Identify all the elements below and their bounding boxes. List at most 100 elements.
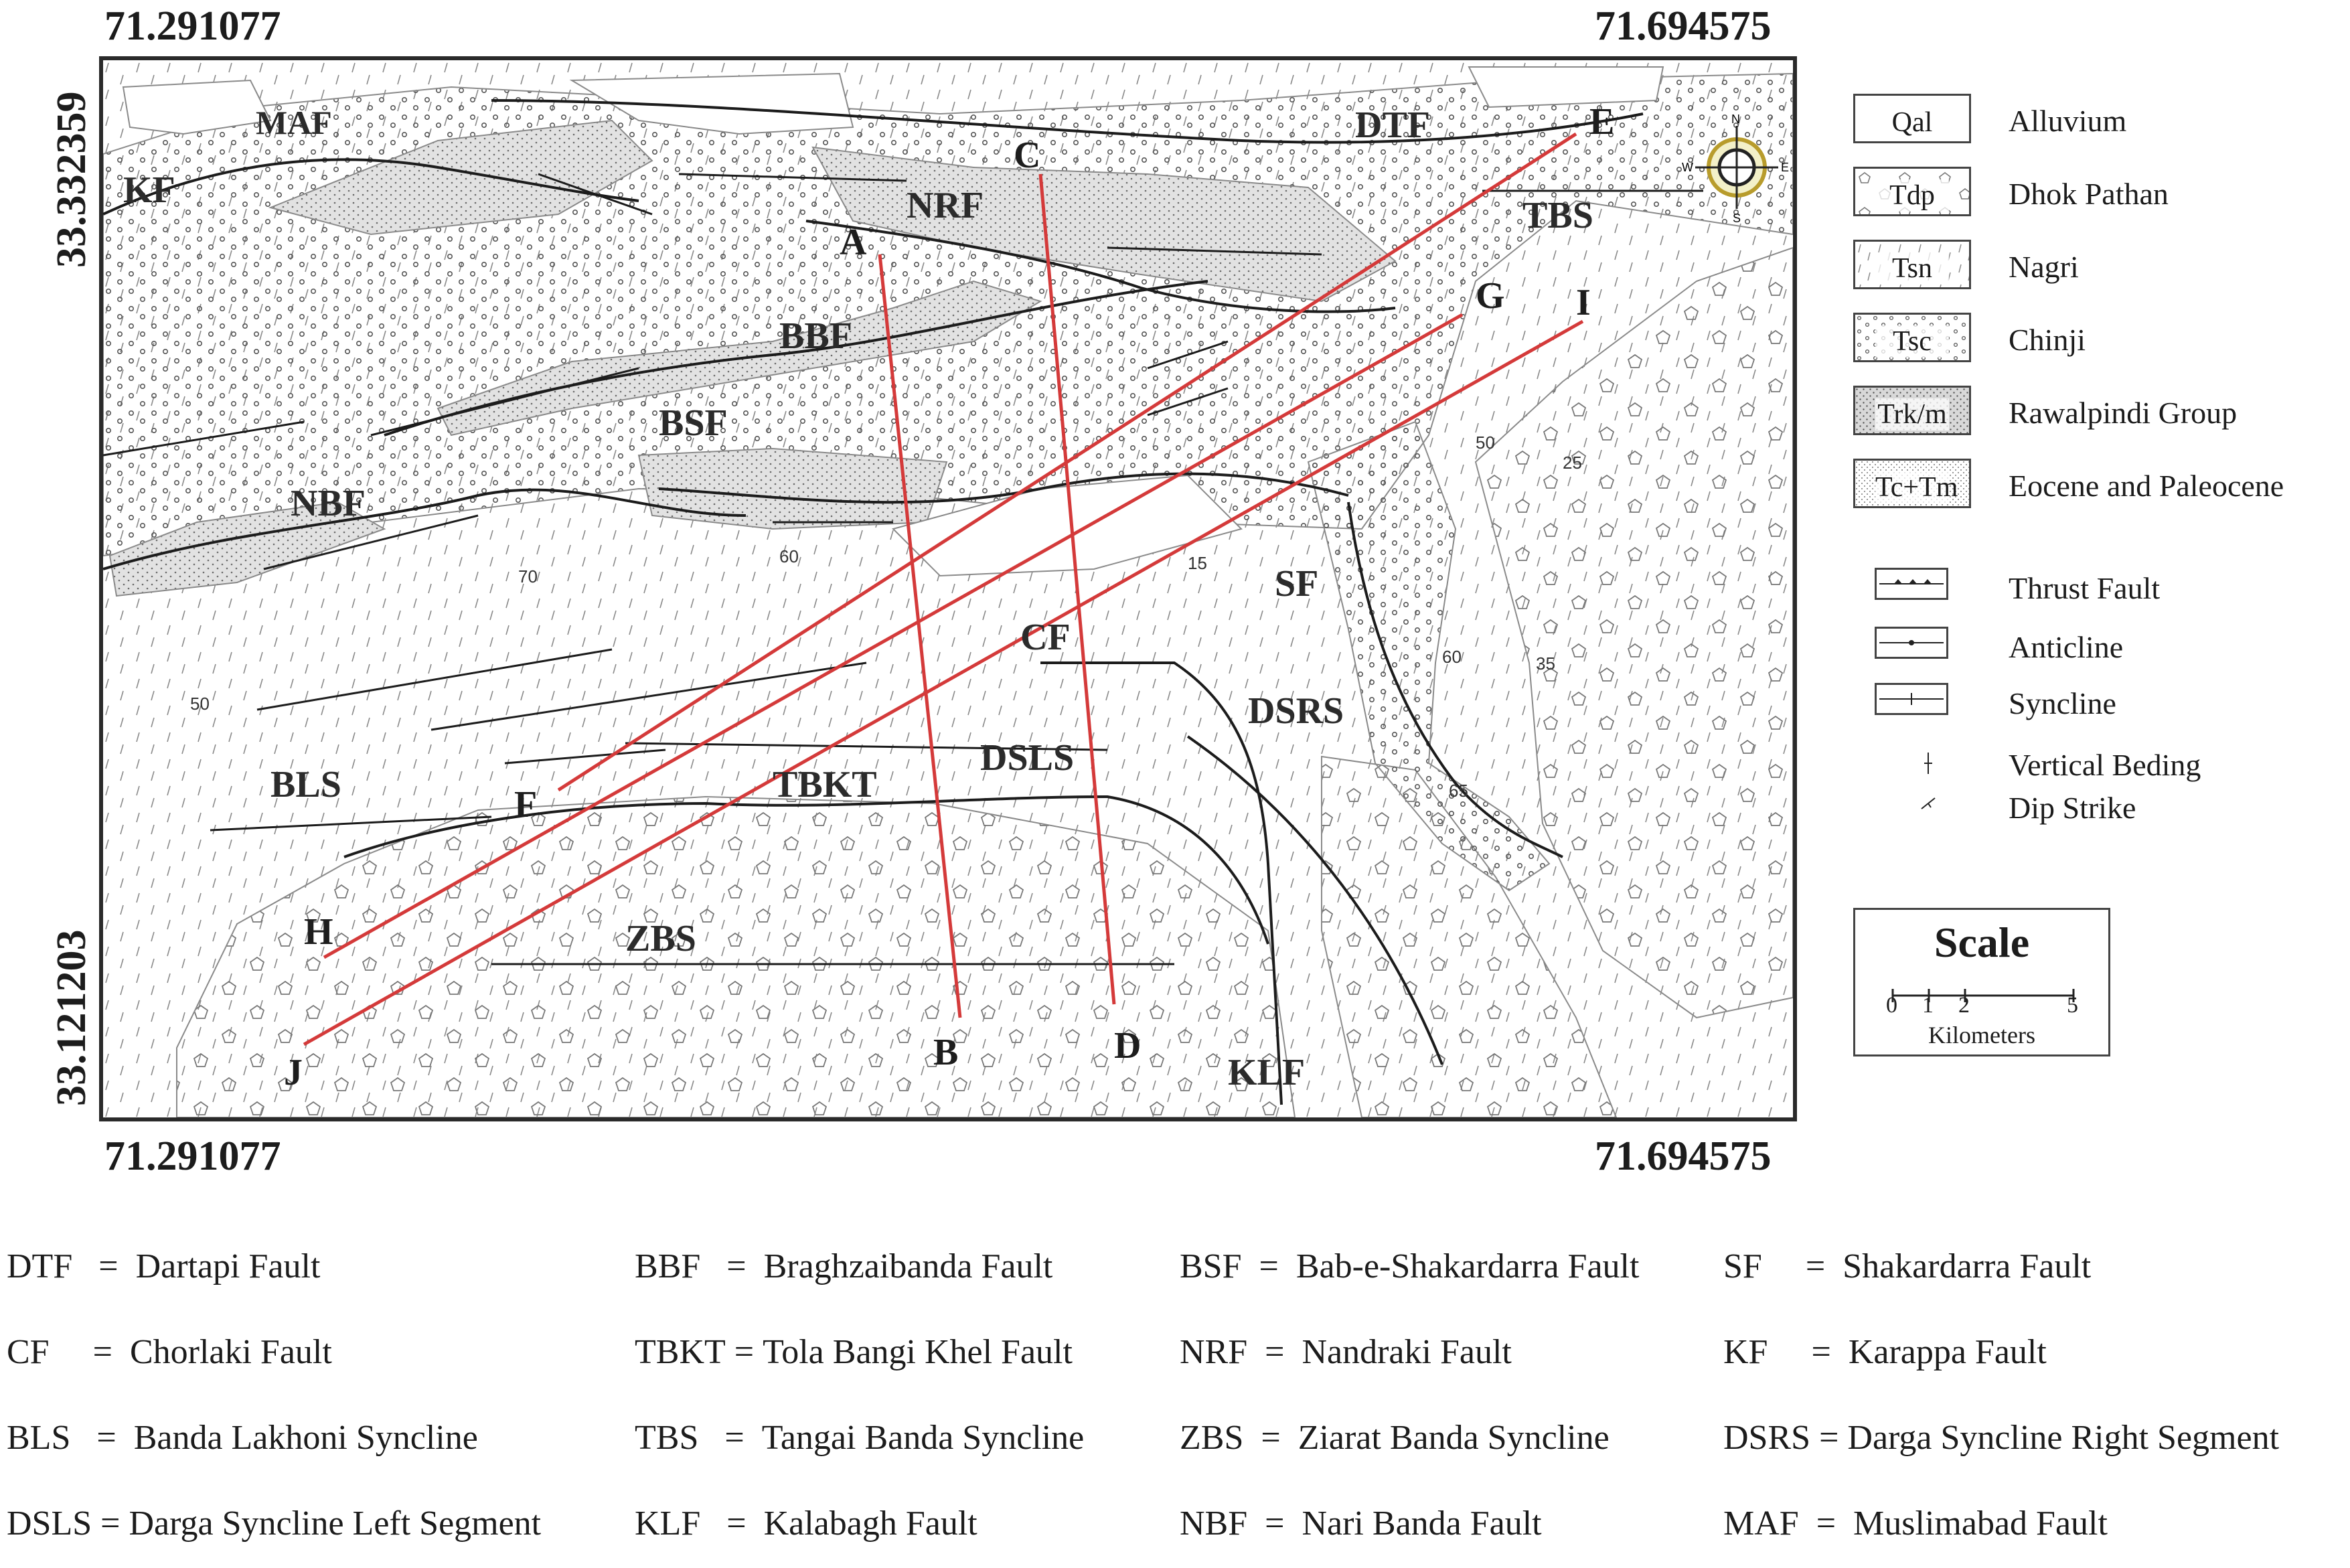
scale-tick-0: 0 xyxy=(1886,993,1897,1018)
abbr-dsls: DSLS = Darga Syncline Left Segment xyxy=(7,1504,542,1543)
legend-swatch-tsn: Tsn xyxy=(1853,240,1971,289)
legend-label-syncline: Syncline xyxy=(2009,686,2116,720)
section-point-i: I xyxy=(1576,282,1591,323)
scale-tick-5: 5 xyxy=(2067,993,2078,1018)
fault-line-bsf xyxy=(658,472,1349,504)
unit-dhokpathan-area-east xyxy=(1474,246,1793,1019)
label-kf: KF xyxy=(123,169,175,211)
fold-axis-5 xyxy=(625,742,1108,751)
abbr-dsrs: DSRS = Darga Syncline Right Segment xyxy=(1723,1419,2280,1457)
fault-line-nbf xyxy=(103,488,747,570)
label-bsf: BSF xyxy=(659,402,728,444)
fold-axis-10 xyxy=(1107,246,1322,256)
unit-alluvium-patch-2 xyxy=(569,72,854,135)
legend-swatch-trkm: Trk/m xyxy=(1853,386,1971,435)
fold-axis-7 xyxy=(370,367,639,437)
dip-strike-icon xyxy=(1921,797,1936,809)
section-point-g: G xyxy=(1476,275,1505,317)
abbr-klf: KLF = Kalabagh Fault xyxy=(635,1504,977,1543)
compass-w: W xyxy=(1682,161,1693,174)
label-klf: KLF xyxy=(1228,1052,1305,1093)
legend-label-alluvium: Alluvium xyxy=(2009,104,2127,138)
legend-label-dip-strike: Dip Strike xyxy=(2009,791,2136,825)
fold-axis-13 xyxy=(1147,387,1229,416)
dip-value-2: 25 xyxy=(1563,453,1582,473)
fold-axis-8 xyxy=(538,173,653,216)
unit-rawalpindi-area-5 xyxy=(268,119,653,236)
section-line-a-b xyxy=(878,254,962,1018)
section-line-g-h xyxy=(323,313,1464,959)
label-zbs: ZBS xyxy=(625,918,696,959)
fault-line-dtf xyxy=(491,99,1644,144)
legend-label-dhok-pathan: Dhok Pathan xyxy=(2009,177,2169,211)
unit-alluvium-patch-1 xyxy=(122,79,272,135)
syncline-icon xyxy=(1875,683,1948,715)
label-tbs: TBS xyxy=(1522,195,1593,236)
unit-rawalpindi-area-2 xyxy=(811,146,1397,303)
fault-line-kf xyxy=(103,158,639,216)
legend-label-eocene-paleocene: Eocene and Paleocene xyxy=(2009,469,2284,503)
fold-axis-6 xyxy=(103,420,305,457)
label-nrf: NRF xyxy=(907,185,984,226)
legend-swatch-tsc: Tsc xyxy=(1853,313,1971,362)
abbr-bbf: BBF = Braghzaibanda Fault xyxy=(635,1247,1053,1285)
lon-bottom-left: 71.291077 xyxy=(104,1133,281,1179)
legend-swatch-tctm: Tc+Tm xyxy=(1853,459,1971,508)
section-point-d: D xyxy=(1114,1025,1141,1067)
lon-top-left: 71.291077 xyxy=(104,3,281,49)
unit-dhokpathan-area-south xyxy=(176,795,1296,1117)
section-point-c: C xyxy=(1014,135,1040,176)
anticline-icon xyxy=(1875,627,1948,659)
fault-line-dsrs xyxy=(1186,735,1443,1065)
label-bbf: BBF xyxy=(779,315,852,357)
legend-swatch-qal: Qal xyxy=(1853,94,1971,143)
section-point-b: B xyxy=(933,1032,958,1073)
fold-axis-2 xyxy=(256,648,613,711)
abbr-bls: BLS = Banda Lakhoni Syncline xyxy=(7,1419,478,1457)
lon-bottom-right: 71.694575 xyxy=(1595,1133,1772,1179)
scale-unit: Kilometers xyxy=(1928,1022,2035,1048)
section-point-e: E xyxy=(1589,101,1614,143)
legend-label-vertical-bedding: Vertical Beding xyxy=(2009,748,2201,782)
scale-tick-2: 2 xyxy=(1958,993,1970,1018)
section-point-f: F xyxy=(514,784,537,826)
section-line-c-d xyxy=(1038,173,1116,1005)
fold-axis-11 xyxy=(263,514,479,570)
fault-line-sf xyxy=(1347,501,1563,858)
abbreviation-list: DTF = Dartapi Fault BBF = Braghzaibanda … xyxy=(0,1232,2350,1567)
legend-label-anticline: Anticline xyxy=(2009,630,2124,664)
legend-label-thrust-fault: Thrust Fault xyxy=(2009,571,2161,605)
section-point-h: H xyxy=(304,911,333,953)
abbr-cf: CF = Chorlaki Fault xyxy=(7,1333,332,1371)
section-point-a: A xyxy=(840,222,867,263)
fold-axis-3 xyxy=(430,661,867,731)
dip-value-5: 15 xyxy=(1188,553,1207,573)
scale-bar xyxy=(1891,989,2075,1002)
fault-line-bbf xyxy=(384,280,1208,437)
fold-axis-1 xyxy=(210,815,492,832)
label-nbf: NBF xyxy=(291,483,366,524)
abbr-sf: SF = Shakardarra Fault xyxy=(1723,1247,2092,1285)
legend-label-nagri: Nagri xyxy=(2009,250,2079,284)
dip-value-4: 60 xyxy=(779,546,799,566)
label-maf: MAF xyxy=(256,104,332,141)
vertical-bedding-icon xyxy=(1924,753,1932,774)
compass-north-arrow-icon: N S E W xyxy=(1682,112,1789,225)
abbr-maf: MAF = Muslimabad Fault xyxy=(1723,1504,2108,1543)
abbr-zbs: ZBS = Ziarat Banda Syncline xyxy=(1180,1419,1610,1457)
compass-n: N xyxy=(1731,112,1740,126)
geologic-map-canvas: MAF KF DTF NRF BBF BSF NBF SF CF DSRS DS… xyxy=(103,60,1793,1117)
abbr-tbs: TBS = Tangai Banda Syncline xyxy=(635,1419,1085,1457)
label-dsls: DSLS xyxy=(980,737,1074,779)
compass-s: S xyxy=(1733,212,1741,225)
fault-line-tbkt xyxy=(343,795,1269,945)
section-line-e-f xyxy=(557,132,1577,792)
dip-value-7: 35 xyxy=(1536,653,1555,674)
abbr-nbf: NBF = Nari Banda Fault xyxy=(1180,1504,1542,1543)
abbr-bsf: BSF = Bab-e-Shakardarra Fault xyxy=(1180,1247,1640,1285)
abbr-tbkt: TBKT = Tola Bangi Khel Fault xyxy=(635,1333,1073,1371)
scale-bar-box: Scale 0 1 2 5 Kilometers xyxy=(1853,908,2110,1056)
dip-value-3: 70 xyxy=(518,566,538,586)
legend-bedding: Vertical Beding Dip Strike xyxy=(1875,744,2250,838)
label-dsrs: DSRS xyxy=(1248,690,1344,732)
